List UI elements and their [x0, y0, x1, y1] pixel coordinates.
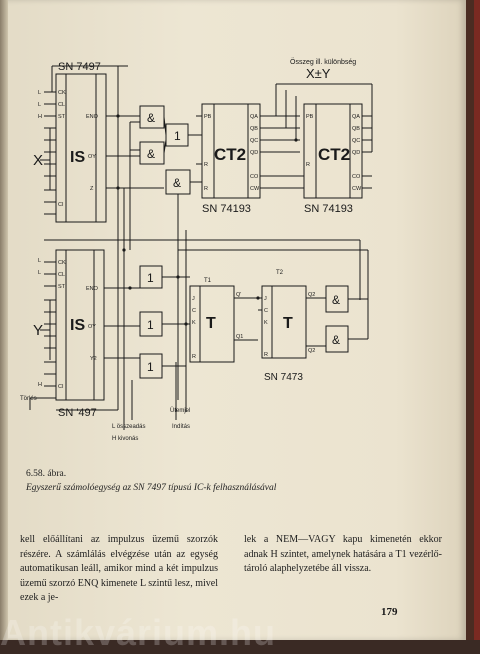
figure-number: 6.58. ábra.	[26, 469, 67, 479]
t-part: SN 7473	[264, 372, 303, 383]
svg-text:C: C	[192, 308, 196, 314]
svg-text:H: H	[38, 114, 42, 120]
svg-text:C: C	[264, 308, 268, 314]
t2-label: T2	[276, 270, 284, 276]
reset-label: Törlés	[20, 396, 37, 402]
or-symbol-bottom-1: 1	[147, 271, 154, 285]
ct-part-right: SN 74193	[304, 203, 353, 215]
or-symbol-bottom-2: 1	[147, 318, 154, 332]
svg-text:L: L	[38, 258, 41, 264]
book-page	[0, 0, 466, 640]
counter-ct2-left	[201, 103, 261, 199]
svg-text:CO: CO	[250, 174, 259, 180]
svg-text:Y2: Y2	[90, 356, 97, 362]
figure-title: Egyszerű számolóegység az SN 7497 típusú…	[26, 483, 277, 493]
svg-text:ST: ST	[58, 284, 66, 290]
svg-text:QC: QC	[250, 138, 258, 144]
svg-text:R: R	[204, 162, 208, 168]
svg-text:J: J	[264, 296, 267, 302]
svg-text:R: R	[204, 186, 208, 192]
svg-text:CK: CK	[58, 260, 66, 266]
svg-text:CK: CK	[58, 90, 66, 96]
svg-text:CI: CI	[58, 384, 64, 390]
svg-text:L: L	[38, 270, 41, 276]
svg-text:CL: CL	[58, 102, 65, 108]
and-symbol-top-1: &	[147, 111, 155, 125]
svg-text:J: J	[192, 296, 195, 302]
top-is-label: IS	[70, 149, 85, 166]
svg-text:PB: PB	[204, 114, 212, 120]
svg-text:CI: CI	[58, 202, 64, 208]
svg-text:QB: QB	[250, 126, 258, 132]
x-input-label: X	[33, 152, 43, 169]
y-input-label: Y	[33, 322, 43, 339]
add-label: L összeadás	[112, 424, 145, 430]
svg-text:R: R	[192, 354, 196, 360]
svg-text:ENO: ENO	[86, 114, 99, 120]
svg-text:Q2: Q2	[308, 348, 315, 354]
svg-text:Q': Q'	[236, 292, 241, 298]
body-left-column: kell előállítani az impulzus üzemű szorz…	[20, 533, 218, 606]
or-symbol-bottom-3: 1	[147, 360, 154, 374]
svg-text:CW: CW	[352, 186, 362, 192]
sub-label: H kivonás	[112, 436, 138, 442]
top-counter-name: SN 7497	[58, 61, 101, 73]
svg-text:QA: QA	[352, 114, 360, 120]
svg-text:L: L	[38, 102, 41, 108]
start-label: Ütemjel	[170, 407, 190, 414]
ct-part-left: SN 74193	[202, 203, 251, 215]
svg-text:OY: OY	[88, 324, 96, 330]
body-right-column: lek a NEM—VAGY kapu kimenetén ekkor adna…	[244, 533, 442, 577]
svg-text:QD: QD	[352, 150, 360, 156]
bottom-is-label: IS	[70, 317, 85, 334]
svg-text:QA: QA	[250, 114, 258, 120]
bottom-counter-box	[55, 249, 105, 401]
bottom-counter-name: SN '497	[58, 407, 97, 419]
t2-ff-label: T	[283, 315, 293, 332]
left-paragraph: kell előállítani az impulzus üzemű szorz…	[20, 534, 218, 604]
svg-text:PB: PB	[306, 114, 314, 120]
counter-ct2-right	[303, 103, 363, 199]
start-sub: Indítás	[172, 424, 190, 430]
page-number: 179	[381, 606, 398, 618]
output-expr: X±Y	[306, 66, 331, 81]
flipflop-t1	[189, 285, 235, 363]
svg-text:ST: ST	[58, 114, 66, 120]
svg-text:Z: Z	[90, 186, 94, 192]
svg-text:R: R	[264, 352, 268, 358]
flipflop-t2	[261, 285, 307, 359]
svg-text:Q1: Q1	[236, 334, 243, 340]
svg-text:H: H	[38, 382, 42, 388]
t1-ff-label: T	[206, 315, 216, 332]
and-symbol-right-1: &	[332, 293, 340, 307]
top-counter-box	[55, 73, 107, 223]
cover-red-strip	[474, 0, 480, 640]
svg-text:QD: QD	[250, 150, 258, 156]
svg-text:OY: OY	[88, 154, 96, 160]
t1-label: T1	[204, 278, 212, 284]
and-symbol-top-2: &	[147, 147, 155, 161]
svg-text:CW: CW	[250, 186, 260, 192]
ct2-left-label: CT2	[214, 145, 246, 164]
figure-caption: 6.58. ábra. Egyszerű számolóegység az SN…	[26, 467, 456, 495]
svg-text:CO: CO	[352, 174, 361, 180]
svg-text:QB: QB	[352, 126, 360, 132]
watermark-logo: Antikvárium.hu	[0, 612, 277, 653]
and-symbol-right-2: &	[332, 333, 340, 347]
svg-text:L: L	[38, 90, 41, 96]
svg-text:R: R	[306, 162, 310, 168]
page-spine-shadow	[0, 0, 8, 640]
svg-text:K: K	[264, 320, 268, 326]
svg-text:Q2: Q2	[308, 292, 315, 298]
ct2-right-label: CT2	[318, 145, 350, 164]
right-paragraph: lek a NEM—VAGY kapu kimenetén ekkor adna…	[244, 534, 442, 575]
svg-text:CL: CL	[58, 272, 65, 278]
svg-text:ENO: ENO	[86, 286, 99, 292]
and-symbol-top-3: &	[173, 176, 181, 190]
output-label: Összeg ill. különbség	[290, 58, 356, 66]
svg-text:K: K	[192, 320, 196, 326]
or-symbol-top: 1	[174, 129, 181, 143]
svg-text:QC: QC	[352, 138, 360, 144]
